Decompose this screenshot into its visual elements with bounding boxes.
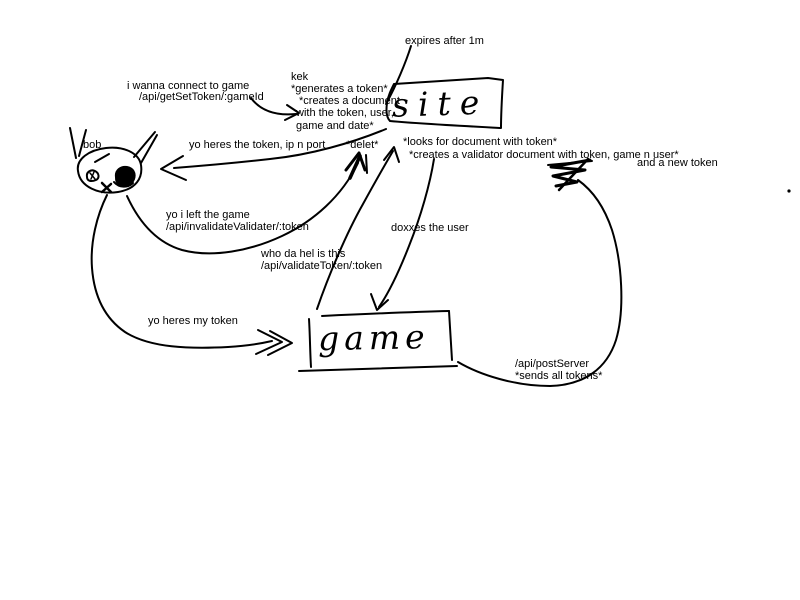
my-token-label: yo heres my token — [148, 315, 238, 327]
game-node-label: game — [317, 317, 430, 359]
site-node-label: site — [391, 82, 489, 125]
looks-for-document-label: *looks for document with token* — [403, 136, 558, 148]
arrow-connect-request — [250, 97, 300, 121]
creates-validator-label: *creates a validator document with token… — [409, 149, 679, 161]
arrow-heres-token — [160, 128, 387, 181]
kek-note-line2: *generates a token* — [291, 83, 388, 95]
left-game-line1: yo i left the game — [166, 209, 250, 221]
cat-drawing — [69, 127, 158, 194]
kek-note-line5: game and date* — [296, 120, 374, 132]
heres-token-label: yo heres the token, ip n port — [189, 139, 326, 151]
new-token-label: and a new token — [637, 157, 718, 169]
arrow-my-token — [90, 194, 293, 356]
expires-pointer-line — [385, 45, 412, 105]
arrow-validate-token — [316, 146, 400, 310]
who-is-this-line2: /api/validateToken/:token — [261, 260, 383, 272]
left-game-line2: /api/invalidateValidater/:token — [166, 221, 309, 233]
connect-request-line2: /api/getSetToken/:gameId — [139, 91, 264, 103]
doxxes-label: doxxes the user — [391, 222, 469, 234]
game-box — [298, 310, 458, 372]
kek-note-line1: kek — [291, 71, 309, 83]
cat-name-label: bob — [83, 139, 102, 151]
expires-label: expires after 1m — [405, 35, 484, 47]
arrow-doxxes — [370, 158, 435, 311]
kek-note-line4: with the token, user, — [296, 107, 394, 119]
post-server-line2: *sends all tokens* — [515, 370, 603, 382]
stray-dot — [787, 189, 791, 193]
connect-request-line1: i wanna connect to game — [127, 80, 250, 92]
delet-label: *delet* — [346, 139, 379, 151]
arrow-post-server — [457, 157, 623, 387]
who-is-this-line1: who da hel is this — [261, 248, 346, 260]
kek-note-line3: *creates a document — [299, 95, 400, 107]
arrow-left-game — [126, 151, 368, 255]
post-server-line1: /api/postServer — [515, 358, 589, 370]
